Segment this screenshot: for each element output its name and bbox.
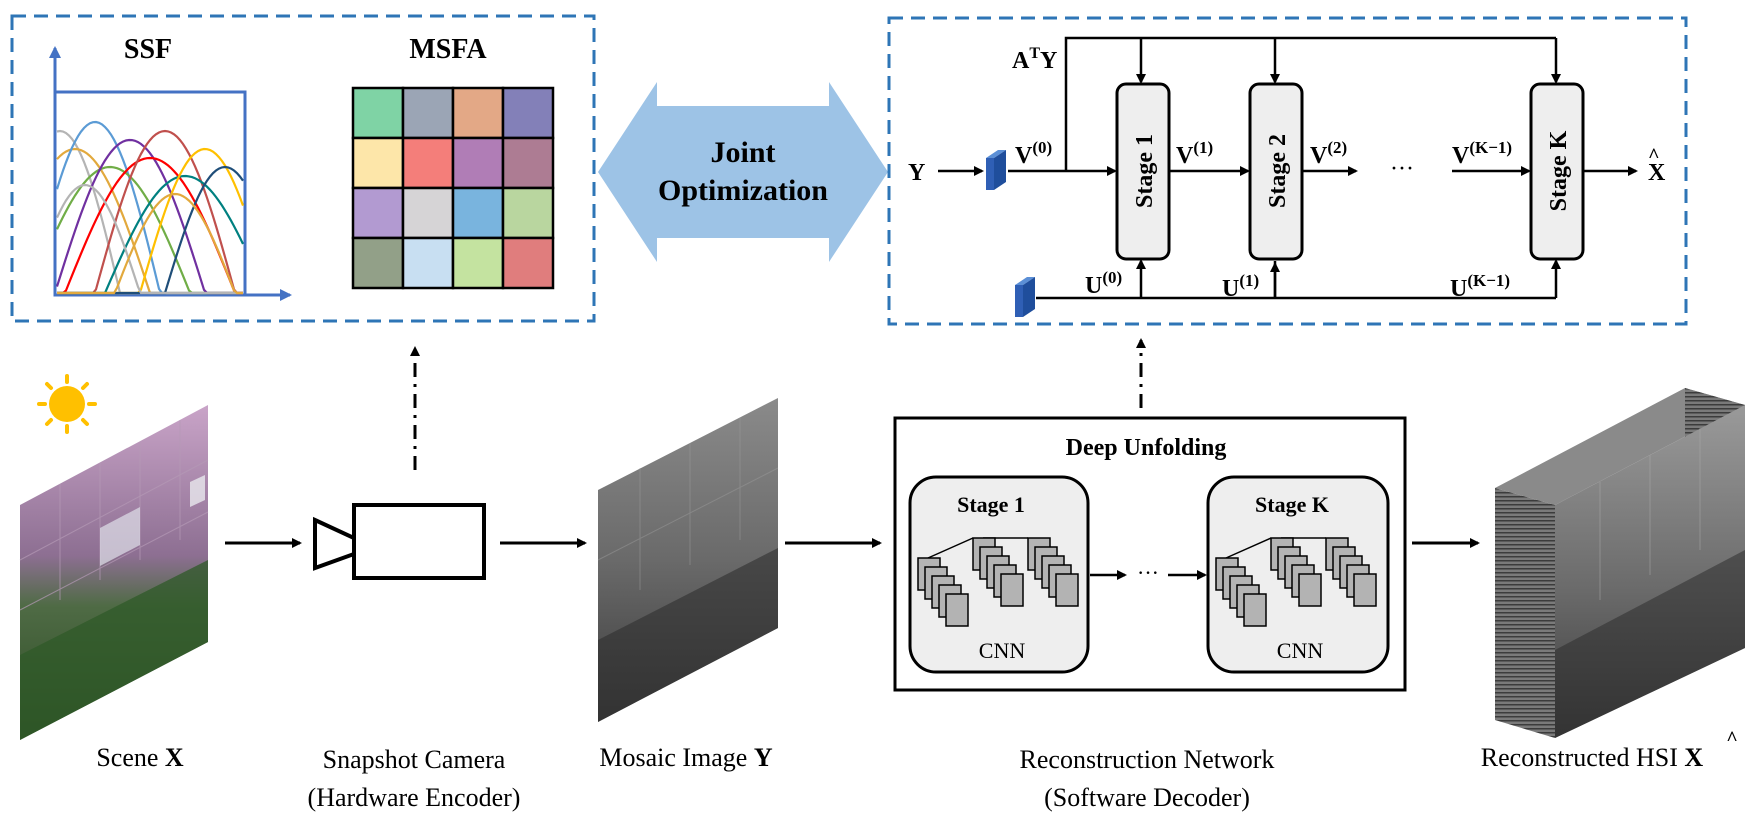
double-arrow-shape (598, 82, 888, 262)
mosaic-image (597, 398, 779, 722)
unfolding-panel-border (887, 16, 1688, 326)
cnn-layers-1 (917, 537, 1079, 627)
msfa-cell (501, 186, 555, 240)
msfa-cell (451, 136, 505, 190)
cnn-feature-map (1000, 573, 1024, 607)
v0-label: V(0) (1015, 138, 1052, 169)
scene-caption: Scene X (96, 743, 184, 772)
cnn-feature-map (1353, 573, 1377, 607)
cnn-layers-k (1215, 537, 1377, 627)
msfa-cell (501, 236, 555, 290)
msfa-cell (501, 136, 555, 190)
u0-label: U(0) (1085, 268, 1122, 299)
ssf-curve (55, 120, 243, 295)
cnn-feature-map (1055, 573, 1079, 607)
aty-label: ATY (1012, 45, 1057, 74)
hardware-panel-border (10, 14, 596, 323)
ssf-curve (56, 129, 243, 295)
unfold-stage-1: Stage 1 (1115, 82, 1171, 261)
v1-label: V(1) (1176, 138, 1213, 169)
output-hat-icon: ^ (1648, 145, 1660, 167)
output-x-label: X (1648, 160, 1666, 186)
operator-block-top (986, 150, 1006, 190)
network-caption-line2: (Software Decoder) (1044, 783, 1250, 812)
msfa-cell (351, 86, 405, 140)
msfa-cell (451, 236, 505, 290)
msfa-cell (401, 236, 455, 290)
input-y-label: Y (908, 160, 925, 186)
unfold-stage-k-label: Stage K (1546, 130, 1572, 211)
camera-icon (313, 503, 486, 580)
deep-stage-1: Stage 1 CNN (908, 475, 1090, 674)
hardware-panel: SSF MSFA (10, 14, 596, 323)
msfa-grid: MSFA (351, 34, 555, 290)
network-caption-line1: Reconstruction Network (1020, 745, 1275, 774)
cnn-1-label: CNN (979, 638, 1026, 663)
ssf-curve (57, 192, 243, 295)
msfa-cell (351, 186, 405, 240)
deep-stage-k: Stage K CNN (1206, 475, 1390, 674)
ssf-plot-frame (53, 90, 247, 297)
reconstructed-hsi-cube (1495, 388, 1745, 738)
cnn-feature-map (1298, 573, 1322, 607)
mosaic-caption: Mosaic Image Y (599, 743, 773, 772)
camera-caption-line2: (Hardware Encoder) (308, 783, 521, 812)
sun-icon (37, 374, 97, 434)
ssf-curves (55, 120, 245, 295)
cnn-connection (927, 537, 974, 559)
recon-caption: Reconstructed HSI X (1481, 743, 1704, 772)
cnn-feature-map (945, 593, 969, 627)
ssf-label: SSF (124, 34, 172, 65)
msfa-cell (401, 86, 455, 140)
ssf-curve (56, 183, 243, 295)
msfa-cell (451, 186, 505, 240)
cnn-k-label: CNN (1277, 638, 1324, 663)
unfold-stage-2-label: Stage 2 (1265, 134, 1291, 208)
recon-hat-icon: ^ (1726, 728, 1738, 750)
unfold-stage-2: Stage 2 (1248, 82, 1304, 261)
operator-block-bottom (1015, 277, 1035, 317)
joint-optimization-line2: Optimization (658, 174, 828, 207)
msfa-cell (351, 136, 405, 190)
aty-bus (1064, 36, 1556, 171)
deep-ellipsis: ··· (1137, 560, 1159, 585)
joint-optimization-arrow: Joint Optimization (598, 82, 888, 262)
deep-unfolding-box: Deep Unfolding Stage 1 CNN ··· Stage K C… (893, 416, 1407, 692)
cnn-connection (1225, 537, 1272, 559)
unfold-stage-1-label: Stage 1 (1132, 134, 1158, 208)
scene-image (19, 405, 209, 740)
camera-caption-line1: Snapshot Camera (323, 745, 506, 774)
msfa-cell (351, 236, 405, 290)
ssf-curve (57, 129, 243, 295)
ssf-plot: SSF (49, 34, 292, 301)
unfold-ellipsis: ··· (1390, 156, 1414, 182)
deep-unfolding-title: Deep Unfolding (1066, 435, 1227, 461)
vk1-label: V(K−1) (1452, 138, 1512, 169)
deep-stage-k-label: Stage K (1255, 492, 1329, 517)
unfold-stage-k: Stage K (1529, 82, 1585, 261)
msfa-cell (401, 186, 455, 240)
msfa-label: MSFA (409, 34, 487, 65)
v2-label: V(2) (1310, 138, 1347, 169)
joint-optimization-line1: Joint (710, 136, 775, 169)
ssf-curve (57, 174, 244, 295)
cnn-feature-map (1243, 593, 1267, 627)
msfa-cell (501, 86, 555, 140)
msfa-cell (451, 86, 505, 140)
msfa-cell (401, 136, 455, 190)
unfolding-panel: Y V(0) ATY Stage 1 Stage 2 Stage K (887, 16, 1688, 326)
u1-label: U(1) (1222, 271, 1259, 302)
uk1-label: U(K−1) (1450, 271, 1510, 302)
deep-stage-1-label: Stage 1 (957, 492, 1025, 517)
